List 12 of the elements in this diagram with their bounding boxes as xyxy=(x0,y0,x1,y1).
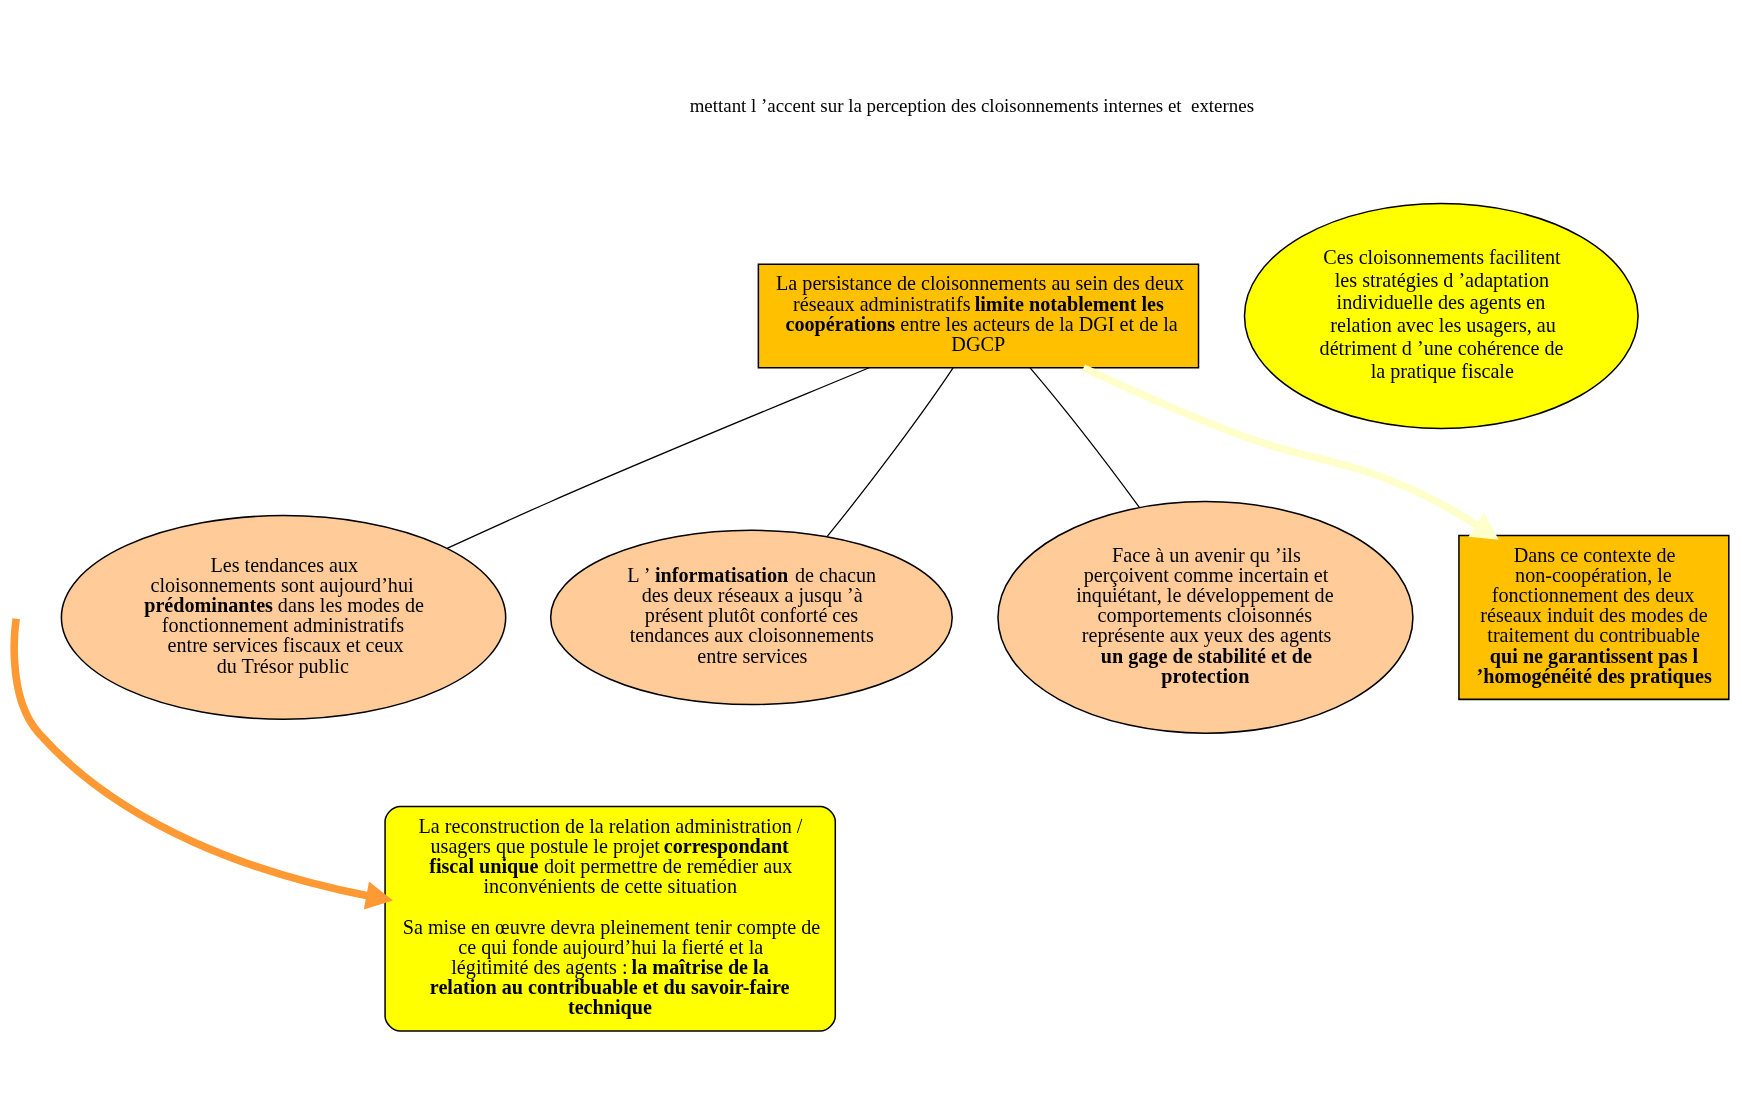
node-box: La reconstruction de la relation administration / usagers que postule le projet correspondant fiscal unique doit permettre de remédier aux inconvénients de cette situation Sa mise en œuvre devra pleinement tenir compte de ce qui fonde aujourd’hui la fierté et la légitimité des agents : la maîtrise de la relation au contribuable et du savoir-faire technique xyxy=(384,805,837,1032)
node-box: La persistance de cloisonnements au sein des deux réseaux administratifs limite notablement les coopérations entre les acteurs de la DGI et de la DGCP xyxy=(757,263,1200,369)
connector xyxy=(826,367,954,538)
node-ellipse: Les tendances aux cloisonnements sont aujourd’hui prédominantes dans les modes de fonctionnement administratifs entre services fiscaux et ceux du Trésor public xyxy=(60,514,507,720)
node-ellipse: Ces cloisonnements facilitent les stratégies d ’adaptation individuelle des agents en relation avec les usagers, au détriment d ’une cohérence de la pratique fiscale xyxy=(1243,202,1639,430)
arrow xyxy=(1081,364,1499,540)
label: mettant l ’accent sur la perception des cloisonnements internes et externes xyxy=(689,95,1254,117)
node-ellipse: L ’informatisation de chacun des deux réseaux a jusqu ’à présent plutôt conforté ces tendances aux cloisonnements entre services xyxy=(549,529,953,706)
node-ellipse: Face à un avenir qu ’ils perçoivent comme incertain et inquiétant, le développement de comportements cloisonnés représente aux yeux des agents un gage de stabilité et de protection xyxy=(997,500,1414,734)
connector xyxy=(446,367,870,549)
connector xyxy=(1029,367,1140,509)
node-box: Dans ce contexte de non-coopération, le fonctionnement des deux réseaux induit des modes de traitement du contribuable qui ne garantissent pas l ’homogénéité des pratiques xyxy=(1458,534,1730,701)
